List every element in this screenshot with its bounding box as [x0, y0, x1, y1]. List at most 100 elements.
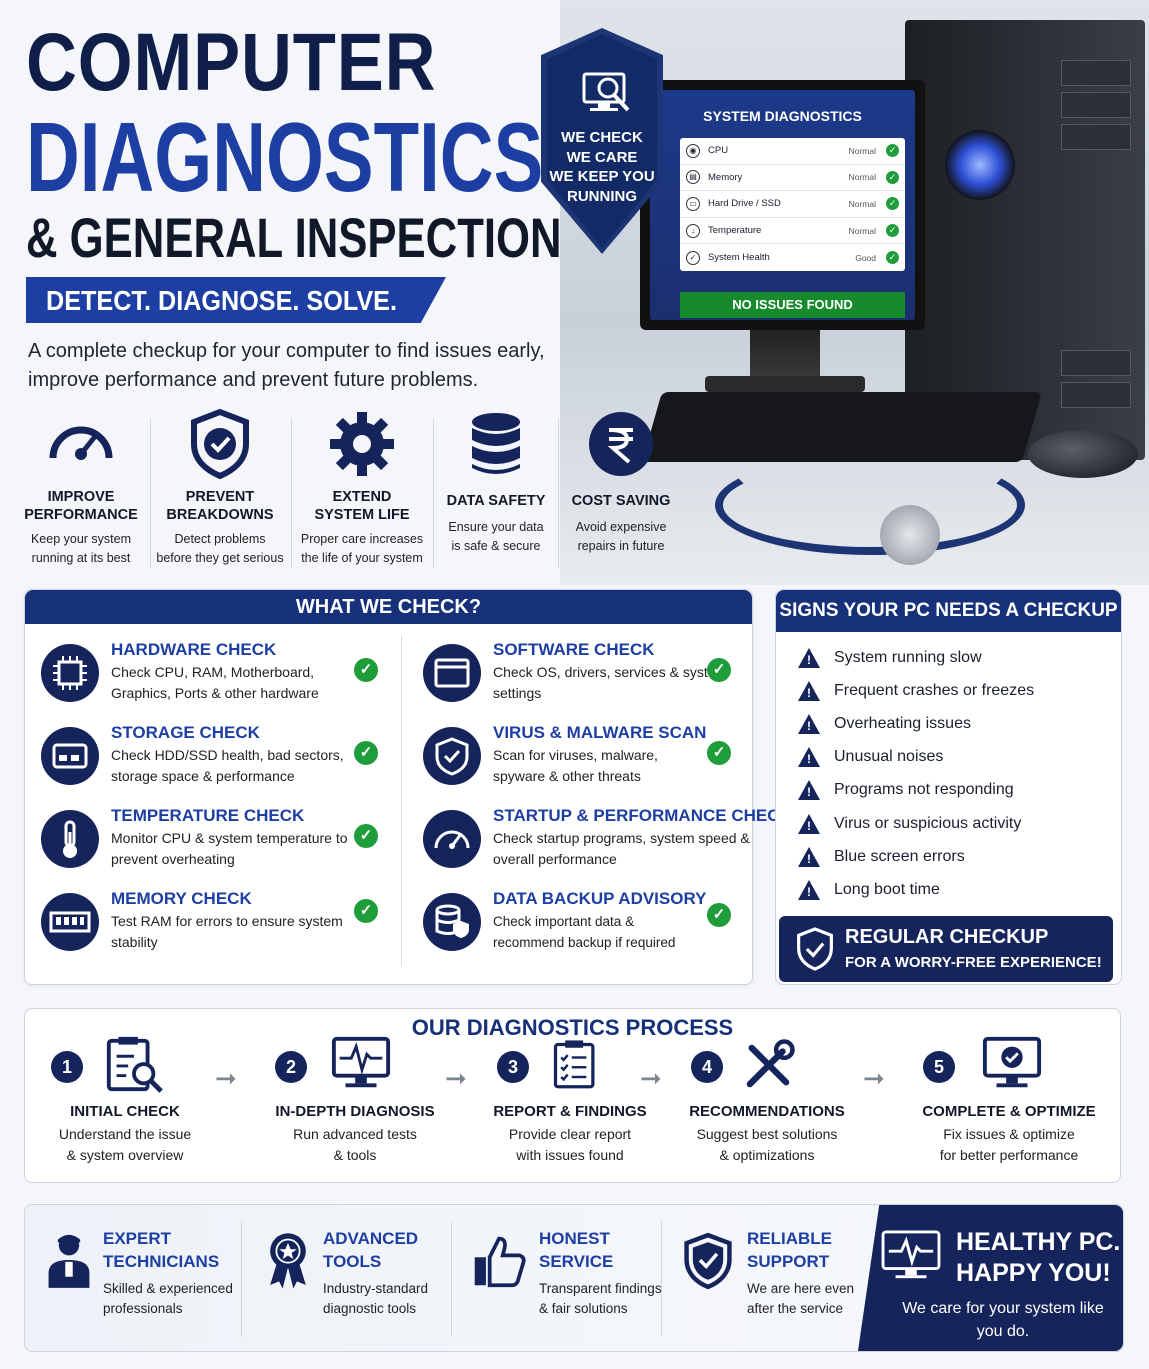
sign-item: Overheating issues	[798, 712, 971, 736]
regular-checkup-banner: REGULAR CHECKUP FOR A WORRY-FREE EXPERIE…	[779, 916, 1113, 982]
what-we-check-panel: WHAT WE CHECK? HARDWARE CHECK Check CPU,…	[24, 589, 792, 985]
check-startup: STARTUP & PERFORMANCE CHECK Check startu…	[423, 806, 792, 886]
monitor-search-icon	[582, 72, 630, 112]
check-icon: ✓	[354, 741, 378, 765]
monitor-pulse-icon	[331, 1036, 391, 1088]
shield-check-icon	[423, 727, 481, 785]
check-icon: ✓	[354, 824, 378, 848]
step-number: 4	[691, 1051, 723, 1083]
health-icon: ✓	[686, 250, 700, 265]
signs-title: SIGNS YOUR PC NEEDS A CHECKUP	[776, 590, 1121, 632]
memory-icon: ▤	[686, 170, 700, 185]
warning-icon	[798, 648, 820, 668]
shield-check-icon	[797, 927, 833, 971]
step-number: 2	[275, 1051, 307, 1083]
award-icon	[270, 1233, 306, 1289]
check-hardware: HARDWARE CHECK Check CPU, RAM, Motherboa…	[41, 640, 381, 720]
arrow-right-icon: ➞	[215, 1063, 237, 1093]
check-temperature: TEMPERATURE CHECK Monitor CPU & system t…	[41, 806, 381, 886]
monitor-pulse-icon	[881, 1230, 941, 1279]
checklist-icon	[553, 1040, 595, 1089]
signs-panel: SIGNS YOUR PC NEEDS A CHECKUP System run…	[775, 589, 1122, 985]
sign-item: Virus or suspicious activity	[798, 812, 1021, 836]
intro-text: A complete checkup for your computer to …	[28, 340, 545, 391]
check-storage: STORAGE CHECK Check HDD/SSD health, bad …	[41, 723, 381, 803]
check-icon: ✓	[886, 197, 899, 211]
speedometer-icon	[49, 426, 113, 460]
check-icon: ✓	[707, 741, 731, 765]
title-line2: DIAGNOSTICS	[26, 102, 544, 212]
sign-item: Frequent crashes or freezes	[798, 679, 1034, 703]
tagline-banner: DETECT. DIAGNOSE. SOLVE.	[26, 277, 446, 323]
arrow-right-icon: ➞	[863, 1063, 885, 1093]
check-icon: ✓	[886, 224, 899, 238]
ram-icon	[41, 893, 99, 951]
thermometer-icon: ↓	[686, 223, 700, 238]
keyboard	[641, 392, 1043, 462]
thumbs-up-icon	[474, 1236, 526, 1288]
check-icon: ✓	[354, 658, 378, 682]
sign-item: Unusual noises	[798, 745, 943, 769]
sign-item: Blue screen errors	[798, 845, 965, 869]
healthy-pc-banner: HEALTHY PC.HAPPY YOU! We care for your s…	[858, 1205, 1123, 1351]
sign-item: Programs not responding	[798, 778, 1014, 802]
check-virus: VIRUS & MALWARE SCAN Scan for viruses, m…	[423, 723, 763, 803]
warning-icon	[798, 681, 820, 701]
screen-title: SYSTEM DIAGNOSTICS	[703, 108, 862, 124]
sign-item: System running slow	[798, 646, 982, 670]
database-shield-icon	[423, 893, 481, 951]
process-title: OUR DIAGNOSTICS PROCESS	[411, 1015, 734, 1040]
check-memory: MEMORY CHECK Test RAM for errors to ensu…	[41, 889, 381, 969]
database-icon	[472, 413, 520, 474]
warning-icon	[798, 847, 820, 867]
rupee-icon	[589, 412, 653, 476]
window-icon	[423, 644, 481, 702]
no-issues-banner: NO ISSUES FOUND	[680, 292, 905, 318]
stethoscope-chestpiece	[880, 505, 940, 565]
check-backup: DATA BACKUP ADVISORY Check important dat…	[423, 889, 763, 969]
step-number: 3	[497, 1051, 529, 1083]
monitor-base	[705, 376, 865, 392]
check-icon: ✓	[707, 658, 731, 682]
sign-item: Long boot time	[798, 878, 940, 902]
title-line3: & GENERAL INSPECTION	[26, 206, 562, 269]
warning-icon	[798, 747, 820, 767]
drive-icon: ▭	[686, 196, 700, 211]
arrow-right-icon: ➞	[640, 1063, 662, 1093]
monitor-check-icon	[982, 1036, 1042, 1088]
step-number: 1	[51, 1051, 83, 1083]
thermometer-icon	[41, 810, 99, 868]
check-software: SOFTWARE CHECK Check OS, drivers, servic…	[423, 640, 763, 720]
check-icon: ✓	[707, 903, 731, 927]
tools-icon	[746, 1039, 795, 1088]
step-number: 5	[923, 1051, 955, 1083]
check-icon: ✓	[886, 251, 899, 265]
gear-icon	[330, 412, 394, 476]
tagline: DETECT. DIAGNOSE. SOLVE.	[46, 285, 397, 316]
warning-icon	[798, 814, 820, 834]
monitor-stand	[750, 330, 820, 380]
shield-text: WE CHECK WE CARE WE KEEP YOU RUNNING	[549, 129, 655, 205]
warning-icon	[798, 714, 820, 734]
pc-tower	[905, 20, 1145, 460]
title-line1: COMPUTER	[26, 17, 437, 108]
arrow-right-icon: ➞	[445, 1063, 467, 1093]
technician-icon	[48, 1234, 90, 1288]
chip-icon	[41, 644, 99, 702]
cpu-icon: ◉	[686, 143, 700, 158]
